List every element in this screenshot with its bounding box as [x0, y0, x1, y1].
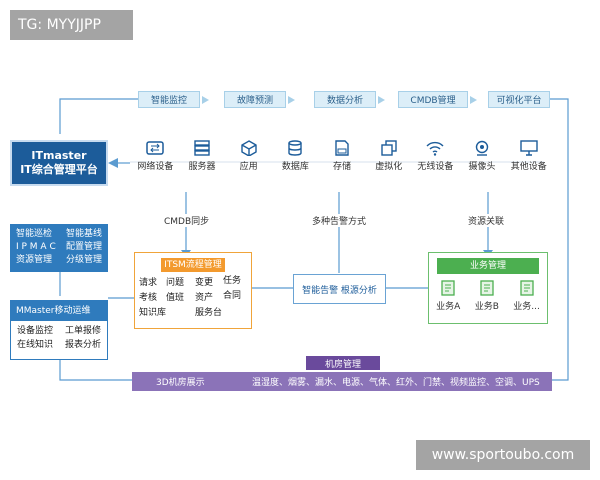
virtualization-icon — [380, 140, 397, 156]
watermark-top: TG: MYYJJPP — [10, 10, 133, 40]
resource-application: 应用 — [225, 140, 272, 180]
watermark-bottom: www.sportoubo.com — [416, 440, 590, 470]
tag-smart-monitoring: 智能监控 — [138, 91, 200, 108]
brand-title: ITmaster — [31, 149, 87, 162]
business-item-b: 业务B — [475, 280, 499, 312]
resource-server: 服务器 — [179, 140, 226, 180]
resource-wireless: 无线设备 — [412, 140, 459, 180]
room-items: 温湿度、烟雾、漏水、电源、气体、红外、门禁、视频监控、空调、UPS — [252, 378, 540, 388]
resource-network: 网络设备 — [132, 140, 179, 180]
tag-fault-prediction: 故障预测 — [224, 91, 286, 108]
business-document-icon — [480, 280, 494, 296]
itsm-item: 请求 — [139, 278, 158, 288]
room-management-title: 机房管理 — [306, 356, 380, 370]
top-tag-row: 智能监控 故障预测 数据分析 CMDB管理 可视化平台 — [138, 91, 550, 109]
itsm-items: 请求问题变更任务考核值班资产合同知识库 服务台 — [135, 276, 251, 324]
business-item-a: 业务A — [436, 280, 460, 312]
database-icon — [288, 140, 303, 156]
room-3d-label: 3D机房展示 — [156, 378, 205, 388]
tag-data-analysis: 数据分析 — [314, 91, 376, 108]
mmaster-title: MMaster移动运维 — [11, 301, 107, 321]
itsm-item: 变更 — [195, 278, 214, 288]
server-icon — [194, 140, 210, 156]
network-device-icon — [146, 141, 165, 155]
mmaster-box: MMaster移动运维 设备监控工单报修 在线知识报表分析 — [10, 300, 108, 360]
tag-visualization-platform: 可视化平台 — [488, 91, 550, 108]
itsm-item: 任务 — [223, 276, 242, 286]
business-document-icon — [441, 280, 455, 296]
business-document-icon — [519, 280, 534, 296]
resource-virtualization: 虚拟化 — [365, 140, 412, 180]
cmdb-sync-label: CMDB同步 — [162, 214, 212, 227]
resource-link-label: 资源关联 — [466, 214, 507, 227]
business-box: 业务管理 业务A 业务B 业务... — [428, 252, 548, 324]
business-item-more: 业务... — [513, 280, 540, 312]
resource-camera: 摄像头 — [459, 140, 506, 180]
itsm-item: 值班 — [166, 293, 185, 303]
alarm-methods-label: 多种告警方式 — [310, 214, 369, 227]
application-icon — [240, 140, 257, 156]
itsm-item: 考核 — [139, 293, 158, 303]
itsm-item: 合同 — [223, 291, 242, 301]
alarm-box: 智能告警 根源分析 — [293, 274, 386, 304]
wireless-device-icon — [426, 141, 444, 156]
tag-cmdb-management: CMDB管理 — [398, 91, 468, 108]
itsm-item: 服务台 — [195, 308, 223, 318]
brand-box: ITmaster IT综合管理平台 — [10, 140, 108, 186]
itsm-box: ITSM流程管理 请求问题变更任务考核值班资产合同知识库 服务台 — [134, 252, 252, 329]
itsm-item: 问题 — [166, 278, 185, 288]
camera-icon — [475, 140, 489, 156]
business-title: 业务管理 — [437, 258, 539, 274]
arrow-to-brand — [108, 158, 118, 168]
room-management-bar: 3D机房展示 温湿度、烟雾、漏水、电源、气体、红外、门禁、视频监控、空调、UPS — [132, 372, 552, 391]
mmaster-to-room-line — [59, 360, 132, 381]
frame-top-left-line — [59, 98, 138, 134]
storage-icon — [335, 140, 349, 156]
resource-row: 网络设备 服务器 应用 数据库 存储 虚拟化 无线设备 摄像头 其他设备 — [132, 140, 552, 180]
brand-subtitle: IT综合管理平台 — [20, 163, 98, 176]
itsm-item: 知识库 — [139, 308, 167, 318]
resource-database: 数据库 — [272, 140, 319, 180]
resource-storage: 存储 — [319, 140, 366, 180]
itsm-title: ITSM流程管理 — [161, 258, 225, 272]
resource-other: 其他设备 — [505, 140, 552, 180]
other-device-icon — [520, 140, 538, 156]
itsm-item: 资产 — [195, 293, 214, 303]
frame-right-line — [550, 98, 569, 381]
